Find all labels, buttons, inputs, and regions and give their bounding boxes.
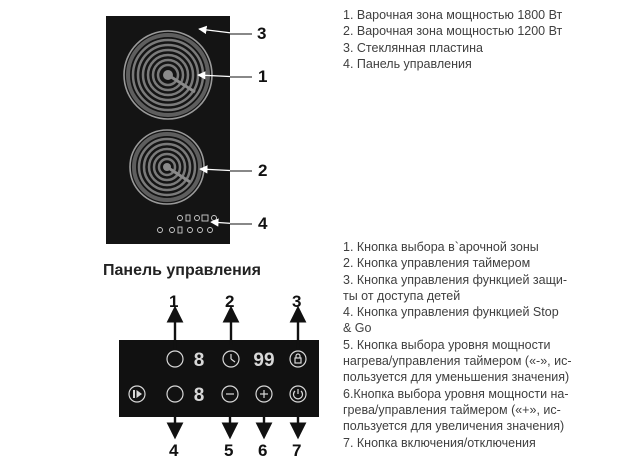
stop-go-icon[interactable]	[128, 385, 146, 403]
legend-item: 1. Варочная зона мощностью 1800 Вт	[343, 8, 563, 22]
legend-item: 3. Стеклянная пластина	[343, 40, 483, 55]
legend-item: пользуется для увеличения значения)	[343, 419, 565, 434]
panel-callout-2: 2	[225, 292, 235, 311]
zone2-select-icon[interactable]	[166, 385, 184, 403]
panel-callout-4: 4	[169, 441, 179, 460]
legend-item: 4. Панель управления	[343, 56, 472, 71]
control-panel-diagram: 8 99 8	[119, 305, 319, 440]
hob-callout-1: 1	[258, 67, 268, 86]
control-panel	[119, 340, 319, 417]
panel-callout-7: 7	[292, 441, 302, 460]
legend-item: 2. Варочная зона мощностью 1200 Вт	[343, 24, 563, 39]
legend-item: 3. Кнопка управления функцией защи-	[343, 272, 568, 287]
panel-title: Панель управления	[103, 262, 261, 279]
panel-callout-6: 6	[258, 441, 268, 460]
hob-callout-2: 2	[258, 161, 268, 180]
child-lock-icon[interactable]	[289, 350, 307, 368]
hob-legend: 1. Варочная зона мощностью 1800 Вт 2. Ва…	[343, 7, 562, 72]
hob-callout-3: 3	[257, 24, 267, 43]
legend-item: ты от доступа детей	[343, 288, 461, 303]
legend-item: 2. Кнопка управления таймером	[343, 256, 531, 271]
hob-illustration	[106, 16, 252, 244]
zone-select-icon[interactable]	[166, 350, 184, 368]
timer-display: 99	[253, 350, 274, 371]
timer-icon[interactable]	[222, 350, 240, 368]
legend-item: & Go	[343, 321, 372, 336]
panel-legend: 1. Кнопка выбора в`арочной зоны 2. Кнопк…	[343, 239, 572, 451]
legend-item: пользуется для уменьшения значения)	[343, 370, 570, 385]
zone1-display: 8	[194, 350, 205, 371]
legend-item: 7. Кнопка включения/отключения	[343, 435, 536, 450]
panel-callout-3: 3	[292, 292, 302, 311]
legend-item: 1. Кнопка выбора в`арочной зоны	[343, 240, 539, 254]
legend-item: 4. Кнопка управления функцией Stop	[343, 305, 559, 320]
hob-callout-4: 4	[258, 214, 268, 233]
hob-control-panel	[157, 214, 217, 234]
minus-icon[interactable]	[221, 385, 239, 403]
legend-item: 6.Кнопка выбора уровня мощности на-	[343, 386, 569, 401]
panel-callout-5: 5	[224, 441, 234, 460]
legend-item: 5. Кнопка выбора уровня мощности	[343, 337, 551, 352]
power-icon[interactable]	[289, 385, 307, 403]
panel-callout-1: 1	[169, 292, 179, 311]
zone2-display: 8	[194, 385, 205, 406]
legend-item: нагрева/управления таймером («-», ис-	[343, 354, 572, 369]
plus-icon[interactable]	[255, 385, 273, 403]
legend-item: грева/управления таймером («+», ис-	[343, 402, 561, 417]
